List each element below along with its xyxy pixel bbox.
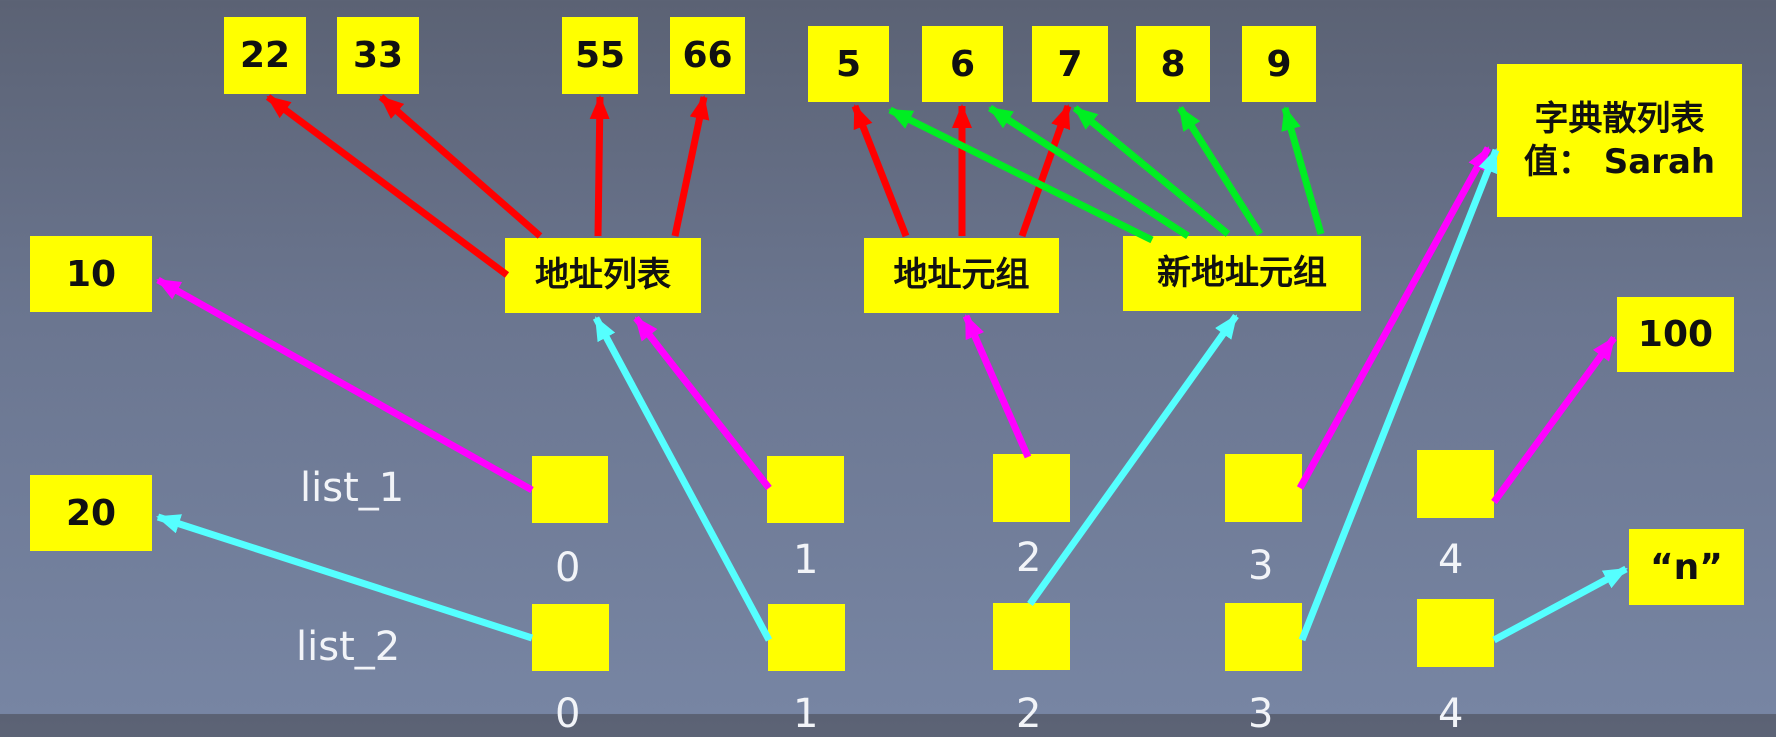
list2-cell-4 — [1417, 599, 1494, 667]
list1-index-1: 1 — [793, 537, 819, 583]
value-box-7: 7 — [1032, 26, 1108, 102]
arrow-address-list-to-22 — [265, 94, 510, 278]
value-box-9: 9 — [1242, 26, 1316, 102]
address-list-node: 地址列表 — [505, 238, 701, 313]
list1-cell-1 — [767, 456, 844, 523]
value-box-5: 5 — [808, 26, 889, 102]
arrow-list2-1-to-address-list — [592, 316, 773, 642]
value-box-66: 66 — [670, 17, 745, 94]
value-box-8: 8 — [1136, 26, 1210, 102]
arrow-list2-0-to-20 — [156, 513, 534, 642]
arrow-list2-2-to-new-tuple — [1027, 313, 1239, 607]
value-box-20: 20 — [30, 475, 152, 551]
value-box-55: 55 — [562, 17, 638, 94]
list1-index-0: 0 — [555, 545, 581, 591]
value-box-n: “n” — [1629, 529, 1744, 605]
value-box-22: 22 — [224, 17, 306, 94]
arrow-new-tuple-to-6 — [988, 105, 1190, 239]
arrow-new-tuple-to-9 — [1281, 106, 1325, 235]
reference-arrows — [156, 94, 1628, 644]
list2-cell-3 — [1225, 603, 1302, 671]
arrow-address-tuple-to-5 — [851, 104, 910, 238]
diagram: 22 33 55 66 5 6 7 8 9 10 20 100 “n” 地址列表… — [30, 17, 1744, 734]
list1-cell-2 — [993, 454, 1070, 522]
arrow-address-list-to-66 — [671, 95, 710, 237]
list1-index-2: 2 — [1016, 535, 1042, 581]
list1-index-3: 3 — [1248, 543, 1274, 589]
arrow-list1-2-to-address-tuple — [962, 314, 1032, 459]
list2-cell-0 — [532, 604, 609, 671]
value-box-100: 100 — [1617, 297, 1734, 372]
arrow-list1-0-to-10 — [156, 276, 534, 494]
new-address-tuple-node: 新地址元组 — [1123, 236, 1361, 311]
list1-index-4: 4 — [1438, 537, 1464, 583]
dict-title: 字典散列表 — [1534, 99, 1705, 139]
arrow-new-tuple-to-8 — [1177, 106, 1263, 236]
list1-cell-3 — [1225, 454, 1302, 522]
arrow-address-tuple-to-7 — [1018, 104, 1072, 238]
arrow-address-list-to-33 — [378, 94, 543, 239]
arrow-address-list-to-55 — [589, 95, 610, 237]
dict-hash-node: 字典散列表 值： Sarah — [1497, 64, 1742, 217]
list2-cell-1 — [768, 604, 845, 671]
value-box-33: 33 — [337, 17, 419, 94]
dict-value: 值： Sarah — [1523, 141, 1716, 182]
arrow-list1-3-to-dict — [1296, 146, 1492, 490]
list2-cell-2 — [993, 603, 1070, 670]
list1-cell-4 — [1417, 450, 1494, 518]
value-box-6: 6 — [922, 26, 1003, 102]
arrow-list1-1-to-address-list — [633, 315, 772, 491]
arrow-new-tuple-to-7 — [1072, 105, 1231, 237]
arrow-new-tuple-to-5 — [888, 106, 1154, 244]
arrow-list1-4-to-100 — [1491, 335, 1617, 505]
list1-cell-0 — [532, 456, 608, 523]
value-box-10: 10 — [30, 236, 152, 312]
list-1-label: list_1 — [300, 465, 405, 511]
list-2-label: list_2 — [296, 624, 401, 670]
address-tuple-node: 地址元组 — [864, 238, 1059, 313]
arrow-list2-3-to-dict — [1298, 148, 1500, 642]
arrow-list2-4-to-n — [1492, 565, 1628, 644]
